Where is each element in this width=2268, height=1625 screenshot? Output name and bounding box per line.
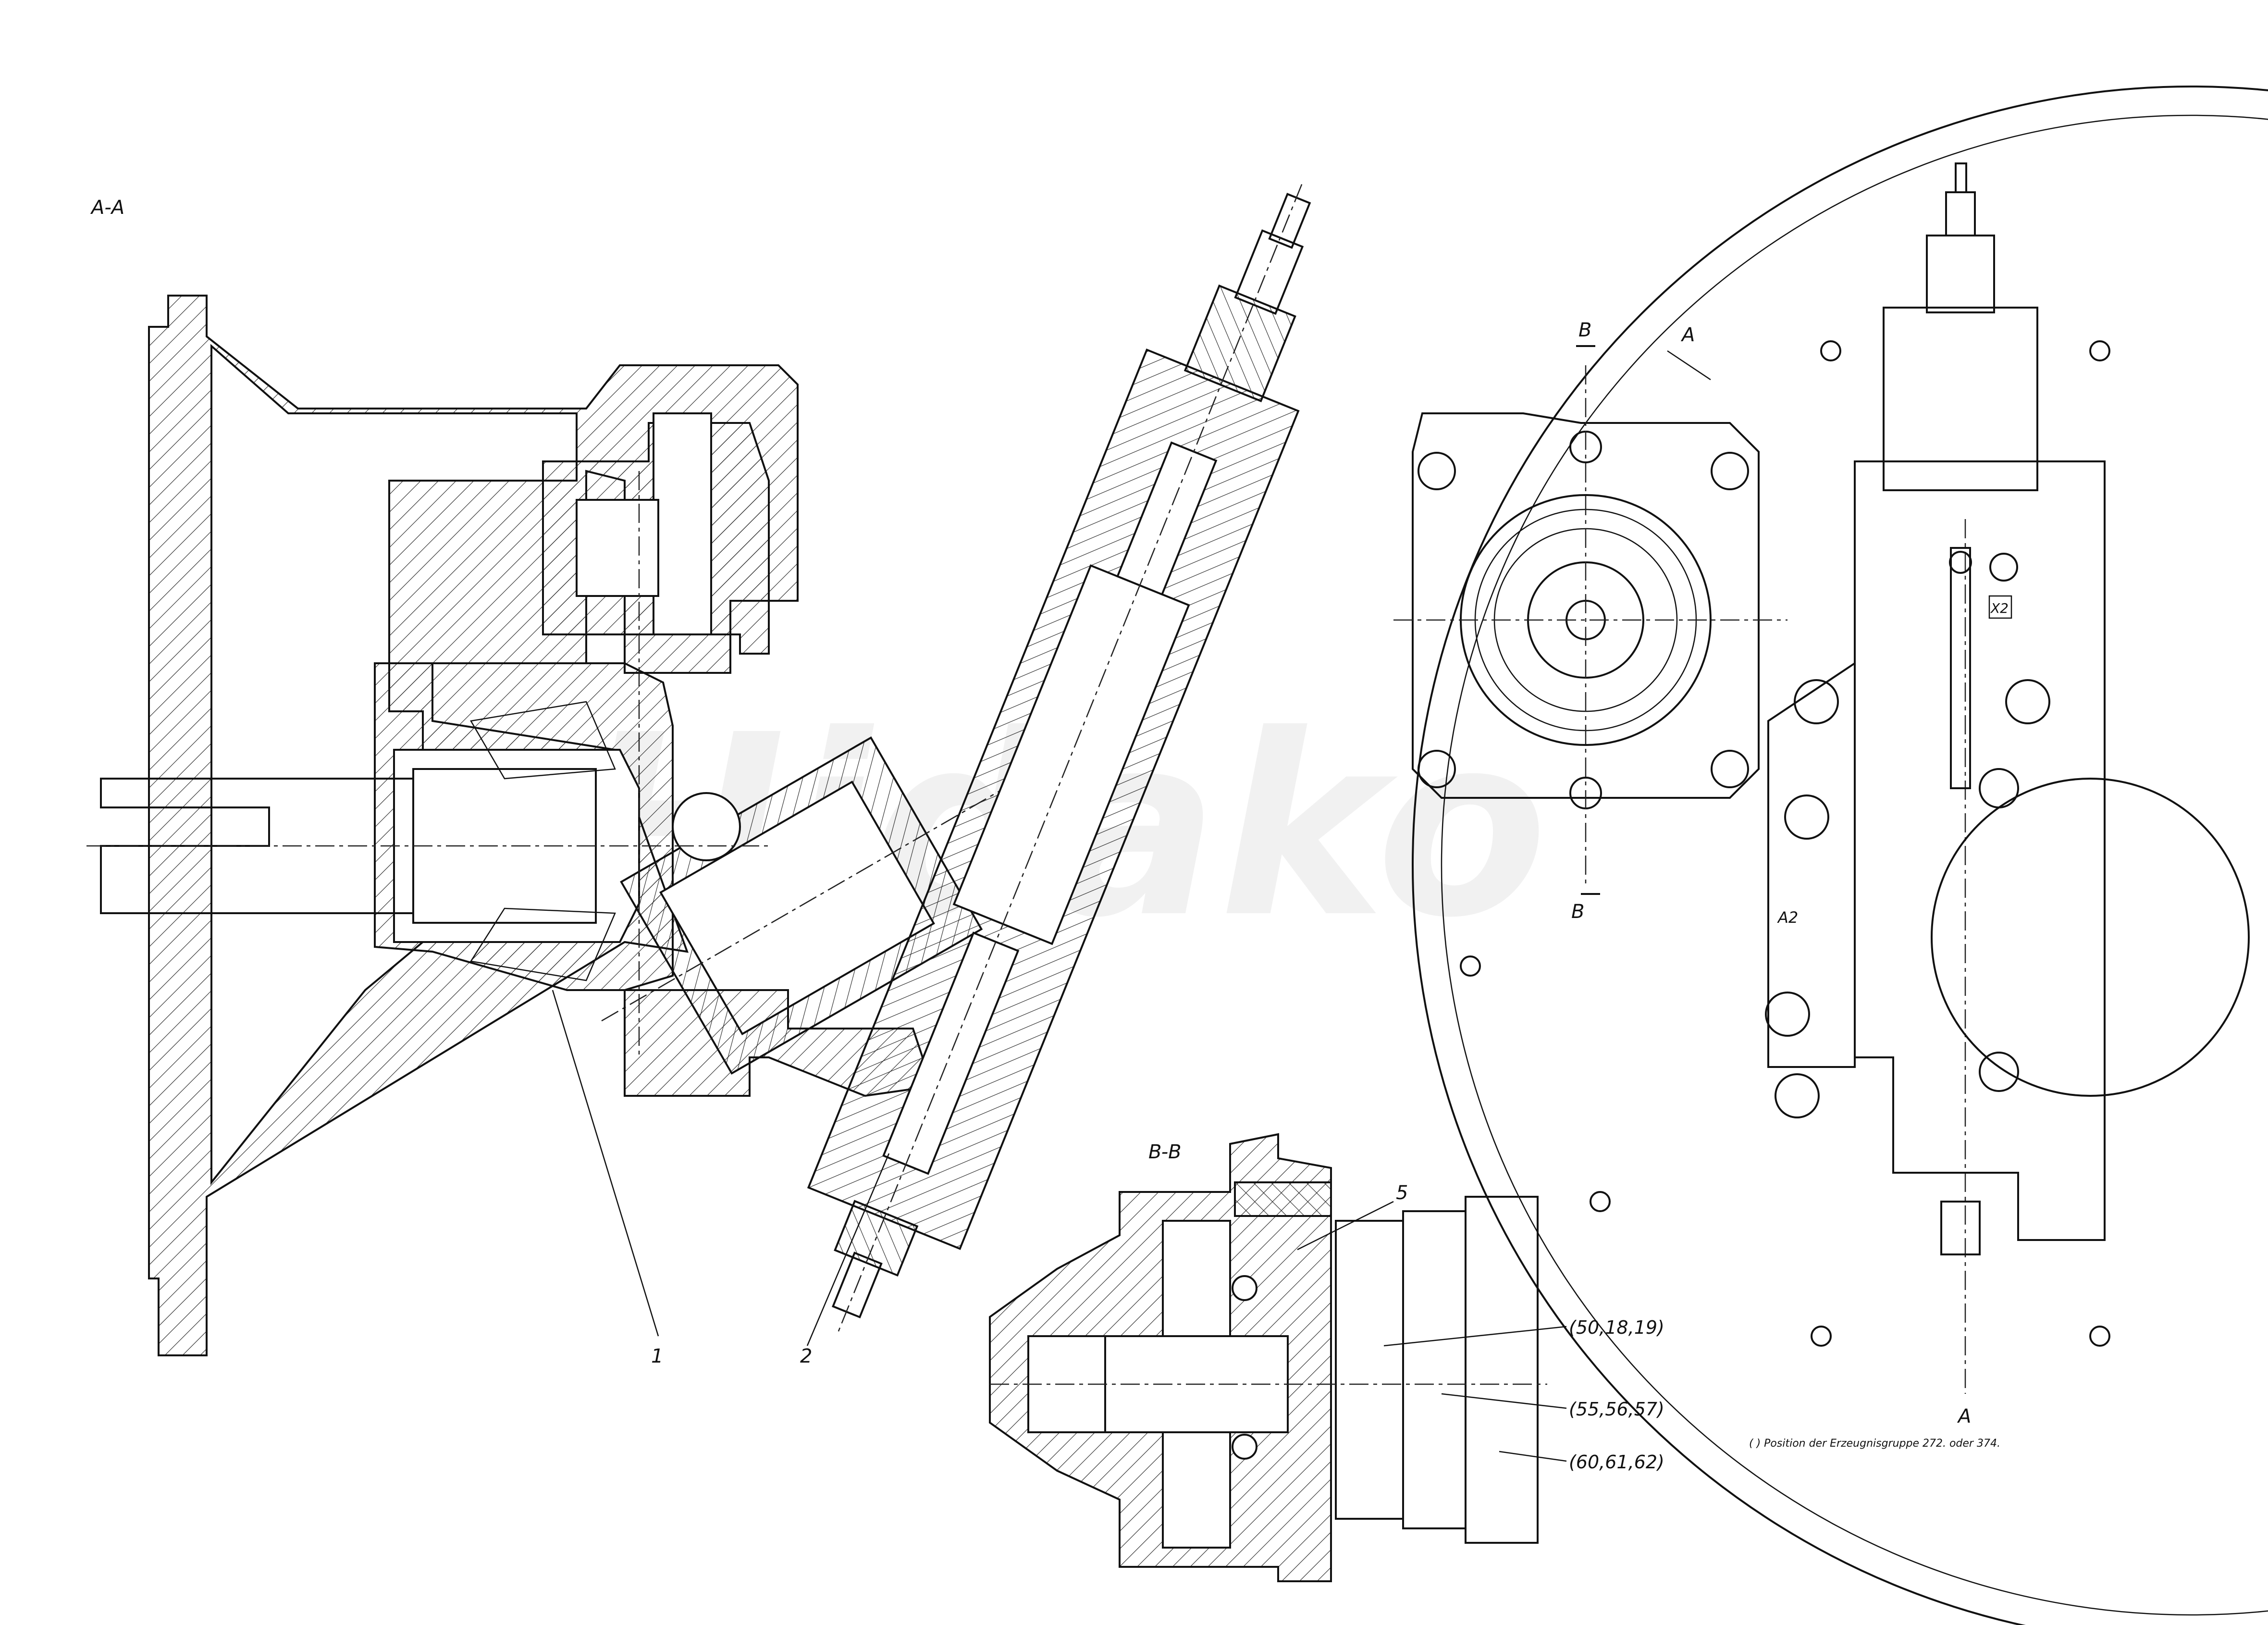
leader-group-3 xyxy=(1499,1451,1567,1462)
control-valve-assembly xyxy=(807,184,1311,1335)
callout-group-1: (50,18,19) xyxy=(1569,1317,1664,1338)
pump-square-flange xyxy=(1412,412,1760,799)
valve-cap xyxy=(1926,235,1995,313)
section-bb-label: B-B xyxy=(1148,1141,1182,1163)
housing-flange-outer xyxy=(1412,86,2268,1625)
pump-bore-outline xyxy=(1931,778,2250,1097)
section-aa-view: A-A xyxy=(86,184,1311,1367)
drain-plug xyxy=(1940,1201,1981,1255)
a-cut-arrow-top xyxy=(1667,350,1711,381)
section-aa-label: A-A xyxy=(90,197,124,219)
flange-bolt-hole xyxy=(1811,1326,1832,1347)
control-lever xyxy=(1950,547,1971,789)
cut-marker-a-top: A xyxy=(1680,324,1695,346)
cut-marker-b-bottom: B xyxy=(1571,901,1584,923)
pump-side-plate xyxy=(1767,661,1856,1068)
b-cut-arrows xyxy=(1576,345,1600,895)
flange-bolt-hole xyxy=(2089,1326,2110,1347)
leader-1 xyxy=(552,990,659,1337)
leader-5 xyxy=(1297,1201,1394,1251)
control-valve-block xyxy=(1883,307,2038,491)
cut-marker-b-top: B xyxy=(1578,319,1591,341)
port-bolt xyxy=(1765,992,1810,1037)
flange-bolt xyxy=(1711,750,1749,788)
port-a2-label: A2 xyxy=(1777,908,1798,927)
flange-bolt xyxy=(1418,452,1456,490)
footnote: ( ) Position der Erzeugnisgruppe 272. od… xyxy=(1749,1438,2000,1450)
port-bolt xyxy=(1979,768,2019,808)
port-bolt xyxy=(1794,679,1839,724)
callout-group-3: (60,61,62) xyxy=(1569,1451,1664,1473)
leader-group-2 xyxy=(1441,1393,1567,1409)
leader-2 xyxy=(806,1153,890,1346)
gear-pump-shaft xyxy=(653,412,712,635)
gauge-port xyxy=(1989,553,2018,582)
control-lever-pivot xyxy=(1949,551,1972,574)
callout-5: 5 xyxy=(1396,1182,1408,1204)
bb-bolt xyxy=(1234,1181,1332,1217)
bb-ball-top xyxy=(1232,1275,1257,1301)
callout-1: 1 xyxy=(651,1345,663,1367)
flange-bolt xyxy=(1711,452,1749,490)
taper-bearing-upper xyxy=(470,701,616,780)
flange-bolt-hole xyxy=(1590,1191,1611,1212)
pump-main-body xyxy=(1854,460,2106,1241)
front-view: B B A A X2 A2 ( ) Position der xyxy=(1393,86,2268,1625)
leader-group-1 xyxy=(1383,1326,1567,1347)
port-x2-label: X2 xyxy=(1990,600,2009,616)
bb-ball-bottom xyxy=(1232,1434,1257,1460)
flange-bolt xyxy=(1418,750,1456,788)
valve-screw xyxy=(1955,162,1967,193)
section-bb-view: B-B 5 (50,18,19) (55,56,57) (60,61,62) xyxy=(989,1133,1664,1582)
port-bolt xyxy=(1775,1073,1820,1118)
flange-bolt-hole xyxy=(2089,340,2110,361)
ball-joint xyxy=(672,792,741,861)
gear-pump-gear xyxy=(576,499,659,597)
bb-flange-stack xyxy=(1335,1196,1539,1544)
housing-flange-inner xyxy=(1441,115,2268,1615)
flange-bolt-hole xyxy=(1820,340,1841,361)
port-bolt xyxy=(1784,794,1829,840)
callout-2: 2 xyxy=(800,1345,812,1367)
valve-adjuster xyxy=(1945,191,1976,236)
callout-group-2: (55,56,57) xyxy=(1569,1399,1664,1420)
port-bolt xyxy=(2005,679,2050,724)
port-x2-box xyxy=(1988,595,2012,619)
port-bolt xyxy=(1979,1052,2019,1092)
flange-bolt-hole xyxy=(1460,955,1481,977)
cut-marker-a-bottom: A xyxy=(1957,1405,1971,1427)
taper-bearing-lower xyxy=(469,907,616,981)
